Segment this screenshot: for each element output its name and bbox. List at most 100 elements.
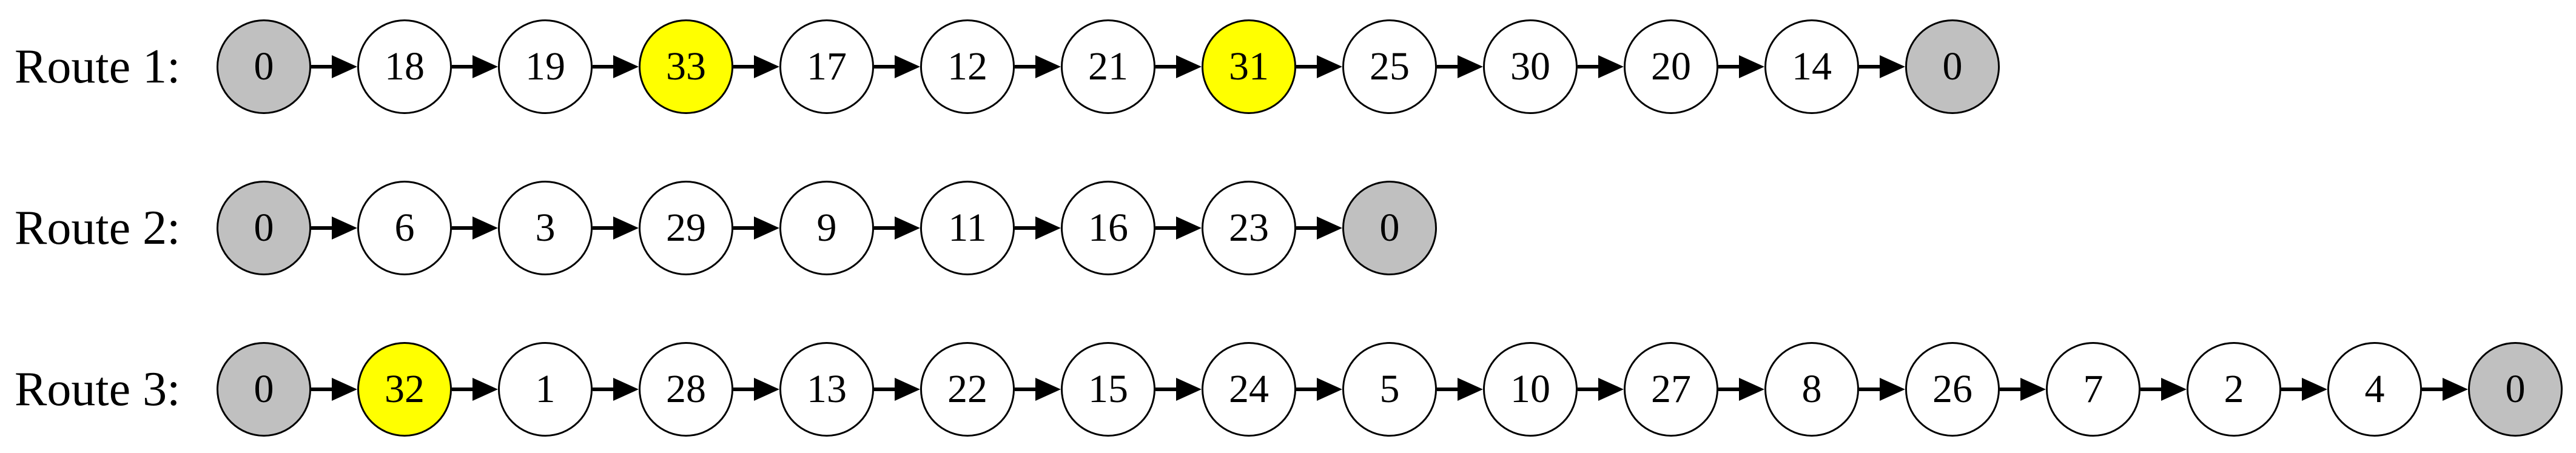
arrow-shaft [1015, 65, 1035, 69]
customer-node: 28 [639, 342, 733, 437]
edge-arrow [2422, 377, 2468, 401]
arrowhead-icon [1458, 378, 1483, 401]
highlighted-node: 31 [1202, 19, 1296, 114]
edge-arrow [593, 216, 639, 240]
node-value: 15 [1088, 367, 1128, 411]
arrow-shaft [2281, 388, 2302, 391]
customer-node: 25 [1342, 19, 1437, 114]
node-value: 33 [666, 44, 706, 89]
arrow-shaft [2422, 388, 2443, 391]
arrowhead-icon [472, 378, 498, 401]
node-value: 31 [1229, 44, 1269, 89]
node-value: 32 [385, 367, 425, 411]
arrowhead-icon [332, 378, 357, 401]
route-label: Route 2: [15, 201, 181, 255]
node-value: 13 [807, 367, 847, 411]
arrowhead-icon [1880, 55, 1905, 78]
arrowhead-icon [754, 378, 779, 401]
customer-node: 20 [1624, 19, 1718, 114]
edge-arrow [1437, 55, 1483, 79]
node-value: 25 [1370, 44, 1410, 89]
node-value: 9 [816, 206, 837, 250]
customer-node: 5 [1342, 342, 1437, 437]
customer-node: 6 [357, 181, 452, 275]
edge-arrow [2141, 377, 2187, 401]
arrowhead-icon [1317, 55, 1342, 78]
edge-arrow [311, 377, 357, 401]
arrowhead-icon [2161, 378, 2187, 401]
arrow-shaft [593, 226, 613, 230]
edge-arrow [733, 377, 779, 401]
edge-arrow [1718, 55, 1764, 79]
arrow-shaft [1578, 65, 1598, 69]
node-value: 23 [1229, 206, 1269, 250]
node-value: 11 [948, 206, 987, 250]
customer-node: 22 [920, 342, 1015, 437]
node-value: 0 [1942, 44, 1963, 89]
arrow-shaft [452, 388, 472, 391]
depot-node: 0 [217, 19, 311, 114]
edge-arrow [311, 55, 357, 79]
arrowhead-icon [754, 55, 779, 78]
customer-node: 12 [920, 19, 1015, 114]
edge-arrow [452, 377, 498, 401]
arrowhead-icon [2302, 378, 2327, 401]
arrowhead-icon [1317, 378, 1342, 401]
edge-arrow [452, 55, 498, 79]
depot-node: 0 [1905, 19, 2000, 114]
arrow-shaft [1155, 226, 1176, 230]
route-label: Route 3: [15, 363, 181, 416]
node-value: 8 [1801, 367, 1822, 411]
customer-node: 18 [357, 19, 452, 114]
customer-node: 15 [1061, 342, 1155, 437]
arrow-shaft [1155, 388, 1176, 391]
node-value: 29 [666, 206, 706, 250]
edge-arrow [2281, 377, 2327, 401]
node-value: 0 [2505, 367, 2526, 411]
arrowhead-icon [1598, 55, 1624, 78]
arrow-shaft [1718, 388, 1739, 391]
node-value: 10 [1510, 367, 1550, 411]
arrowhead-icon [895, 55, 920, 78]
customer-node: 8 [1764, 342, 1859, 437]
node-value: 0 [1379, 206, 1400, 250]
arrowhead-icon [2443, 378, 2468, 401]
arrowhead-icon [1035, 55, 1061, 78]
node-value: 0 [254, 367, 274, 411]
customer-node: 24 [1202, 342, 1296, 437]
customer-node: 4 [2327, 342, 2422, 437]
edge-arrow [1155, 377, 1202, 401]
customer-node: 10 [1483, 342, 1578, 437]
node-value: 19 [525, 44, 565, 89]
edge-arrow [1578, 55, 1624, 79]
arrowhead-icon [332, 216, 357, 240]
arrowhead-icon [895, 378, 920, 401]
customer-node: 9 [779, 181, 874, 275]
node-value: 7 [2083, 367, 2104, 411]
edge-arrow [1015, 216, 1061, 240]
depot-node: 0 [217, 181, 311, 275]
edge-arrow [874, 216, 920, 240]
node-value: 3 [535, 206, 556, 250]
arrowhead-icon [472, 216, 498, 240]
customer-node: 19 [498, 19, 593, 114]
depot-node: 0 [217, 342, 311, 437]
depot-node: 0 [2468, 342, 2563, 437]
node-value: 18 [385, 44, 425, 89]
depot-node: 0 [1342, 181, 1437, 275]
highlighted-node: 33 [639, 19, 733, 114]
arrow-shaft [1578, 388, 1598, 391]
arrowhead-icon [1176, 216, 1202, 240]
arrowhead-icon [613, 216, 639, 240]
customer-node: 23 [1202, 181, 1296, 275]
highlighted-node: 32 [357, 342, 452, 437]
arrowhead-icon [1598, 378, 1624, 401]
arrowhead-icon [472, 55, 498, 78]
arrow-shaft [593, 388, 613, 391]
node-value: 4 [2364, 367, 2385, 411]
customer-node: 7 [2046, 342, 2141, 437]
